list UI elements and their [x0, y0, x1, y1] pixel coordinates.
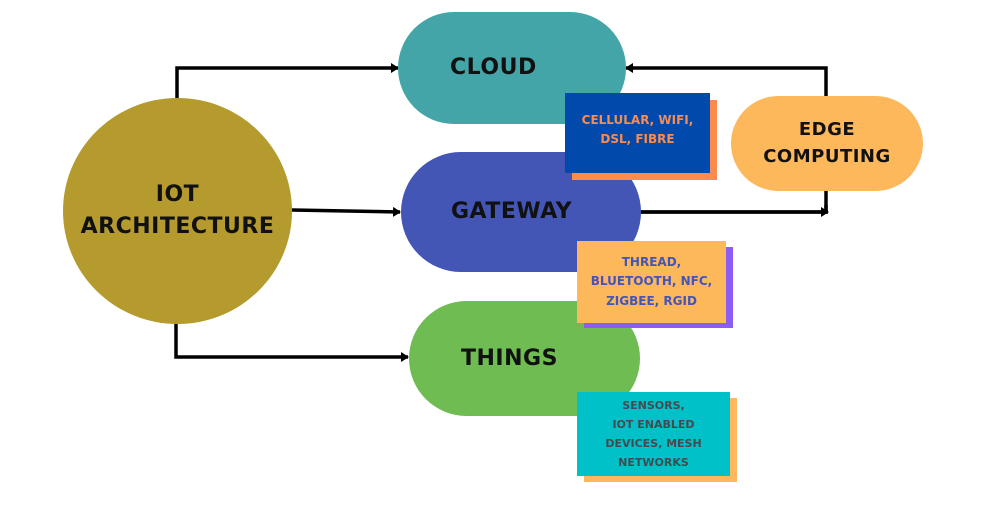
- root-node-iot-architecture: IOT ARCHITECTURE: [63, 98, 292, 324]
- node-edge-computing: EDGE COMPUTING: [731, 96, 923, 191]
- things-examples-box: SENSORS, IOT ENABLED DEVICES, MESH NETWO…: [577, 392, 730, 476]
- connector-root-to-things: [174, 322, 409, 362]
- root-node-label: IOT ARCHITECTURE: [80, 182, 275, 239]
- node-gateway-label: GATEWAY: [451, 199, 573, 225]
- things-examples-text: SENSORS, IOT ENABLED DEVICES, MESH NETWO…: [605, 398, 702, 470]
- node-cloud-label: CLOUD: [450, 55, 537, 81]
- cloud-protocols-text: CELLULAR, WIFI, DSL, FIBRE: [581, 113, 694, 147]
- node-things-label: THINGS: [461, 345, 558, 371]
- node-edge-label: EDGE COMPUTING: [763, 119, 891, 167]
- connector-root-to-gateway: [291, 206, 401, 217]
- cloud-protocols-box: CELLULAR, WIFI, DSL, FIBRE: [565, 93, 710, 173]
- connector-root-to-cloud: [175, 63, 399, 98]
- gateway-protocols-box: THREAD, BLUETOOTH, NFC, ZIGBEE, RGID: [577, 241, 726, 323]
- gateway-protocols-text: THREAD, BLUETOOTH, NFC, ZIGBEE, RGID: [590, 255, 713, 308]
